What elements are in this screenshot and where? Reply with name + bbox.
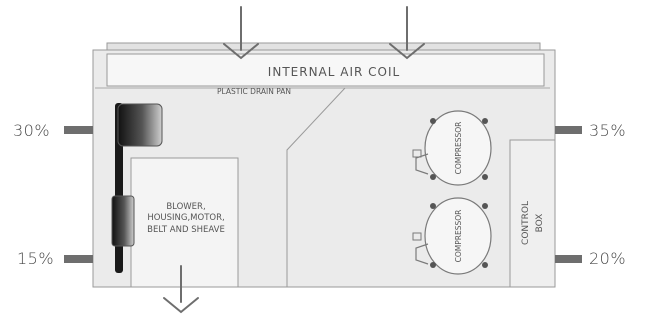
blower-housing [130, 157, 239, 288]
compressor-upper-label: COMPRESSOR [454, 122, 463, 175]
airflow-out-arrow-icon [163, 265, 199, 314]
coil-label: INTERNAL AIR COIL [268, 65, 400, 79]
right-upper-percentage: 35% [589, 121, 627, 140]
control-box-label-line-1: CONTROL [521, 201, 531, 245]
left-lower-percentage: 15% [17, 249, 55, 268]
left-lower-stub [64, 255, 93, 263]
compressor-upper: COMPRESSOR [412, 110, 492, 186]
drain-pan-label: PLASTIC DRAIN PAN [217, 87, 291, 96]
airflow-in-arrow-right-icon [389, 6, 425, 60]
left-upper-percentage: 30% [13, 121, 51, 140]
blower-label-line-2: HOUSING,MOTOR, [147, 213, 224, 223]
motor-upper [117, 103, 163, 147]
motor-lower [111, 195, 135, 247]
control-box-label-line-2: BOX [535, 214, 545, 233]
compressor-lower-label: COMPRESSOR [454, 210, 463, 263]
internal-air-coil [106, 53, 545, 87]
right-lower-percentage: 20% [589, 249, 627, 268]
control-box [509, 139, 556, 288]
internal-divider [286, 87, 346, 287]
right-upper-stub [555, 126, 582, 134]
compressor-lower: COMPRESSOR [412, 197, 492, 275]
right-lower-stub [555, 255, 582, 263]
blower-label-line-1: BLOWER, [166, 202, 205, 212]
airflow-in-arrow-left-icon [223, 6, 259, 60]
left-upper-stub [64, 126, 93, 134]
blower-label-line-3: BELT AND SHEAVE [147, 225, 225, 235]
